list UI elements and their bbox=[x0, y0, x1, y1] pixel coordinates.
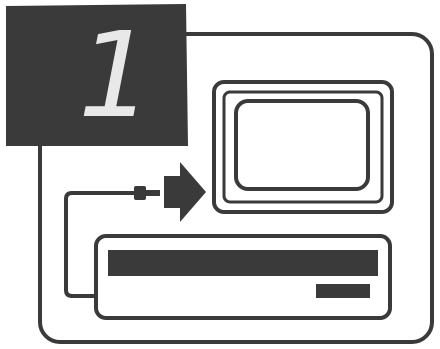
monitor-icon bbox=[214, 82, 392, 212]
drive-indicator bbox=[316, 284, 370, 298]
plug-tip bbox=[146, 190, 160, 196]
disk-drive-icon bbox=[96, 236, 390, 318]
drive-slot bbox=[108, 250, 378, 276]
monitor-screen bbox=[236, 101, 368, 189]
drive-housing bbox=[96, 236, 390, 318]
step-number: 1 bbox=[78, 6, 153, 144]
arrow-right-icon bbox=[164, 162, 206, 222]
step-number-badge: 1 bbox=[6, 4, 188, 146]
